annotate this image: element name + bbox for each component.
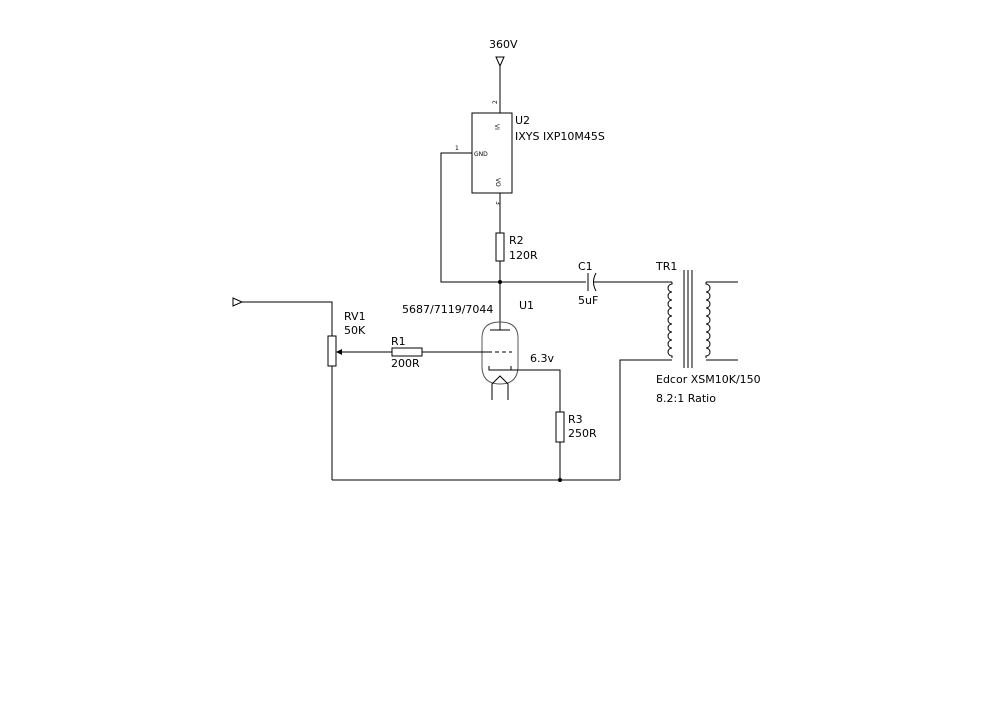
transformer-tr1: TR1 Edcor XSM10K/150 8.2:1 Ratio	[655, 260, 761, 405]
u1-ref: U1	[519, 299, 534, 312]
regulator-u2: 2 VI GND 1 VO 3 U2 IXYS IXP10M45S	[455, 100, 605, 205]
r1-ref: R1	[391, 335, 406, 348]
potentiometer-rv1: RV1 50K	[327, 310, 366, 367]
tr1-secondary-coil	[705, 282, 711, 358]
r3-ref: R3	[568, 413, 583, 426]
r2-ref: R2	[509, 234, 524, 247]
regulator-pin-vi-number: 2	[492, 100, 499, 104]
regulator-pin-vo-number: 3	[494, 201, 501, 205]
resistor-r3: R3 250R	[555, 411, 597, 443]
supply-label: 360V	[489, 38, 518, 51]
tube-envelope	[481, 321, 519, 385]
tube-heater	[491, 375, 509, 400]
regulator-pin-gnd-number: 1	[455, 145, 459, 152]
c1-ref: C1	[578, 260, 593, 273]
regulator-part: IXYS IXP10M45S	[515, 130, 605, 143]
supply-arrow-icon	[495, 56, 505, 68]
rv1-ref: RV1	[344, 310, 366, 323]
resistor-r1: R1 200R	[391, 335, 423, 370]
capacitor-c1: C1 5uF	[578, 260, 598, 307]
regulator-pin-vi-label: VI	[493, 124, 500, 130]
rv1-value: 50K	[344, 324, 366, 337]
tr1-ratio: 8.2:1 Ratio	[656, 392, 716, 405]
regulator-pin-gnd-label: GND	[474, 151, 488, 158]
vacuum-tube-u1: 5687/7119/7044 U1 6.3v	[402, 299, 554, 400]
primary-return-wire	[619, 359, 672, 480]
u1-heater: 6.3v	[530, 352, 554, 365]
input-terminal	[232, 297, 333, 336]
r1-value: 200R	[391, 357, 420, 370]
regulator-gnd-wire	[440, 152, 500, 283]
tr1-primary-coil	[667, 282, 673, 358]
tr1-ref: TR1	[655, 260, 677, 273]
rv1-body	[327, 335, 337, 367]
junction-dot	[558, 478, 562, 482]
c1-value: 5uF	[578, 294, 598, 307]
input-arrow-icon	[232, 297, 244, 307]
regulator-pin-vo-label: VO	[494, 178, 501, 187]
regulator-ref: U2	[515, 114, 530, 127]
rv1-wiper-arrow-icon	[336, 349, 342, 355]
r3-value: 250R	[568, 427, 597, 440]
r3-body	[555, 411, 565, 443]
r2-value: 120R	[509, 249, 538, 262]
tube-cathode	[488, 366, 512, 371]
r2-body	[495, 232, 505, 262]
cathode-wire	[511, 369, 561, 412]
tr1-part: Edcor XSM10K/150	[656, 373, 761, 386]
r1-body	[391, 347, 423, 357]
resistor-r2: R2 120R	[495, 232, 538, 262]
u1-part: 5687/7119/7044	[402, 303, 493, 316]
supply-terminal: 360V	[489, 38, 518, 113]
